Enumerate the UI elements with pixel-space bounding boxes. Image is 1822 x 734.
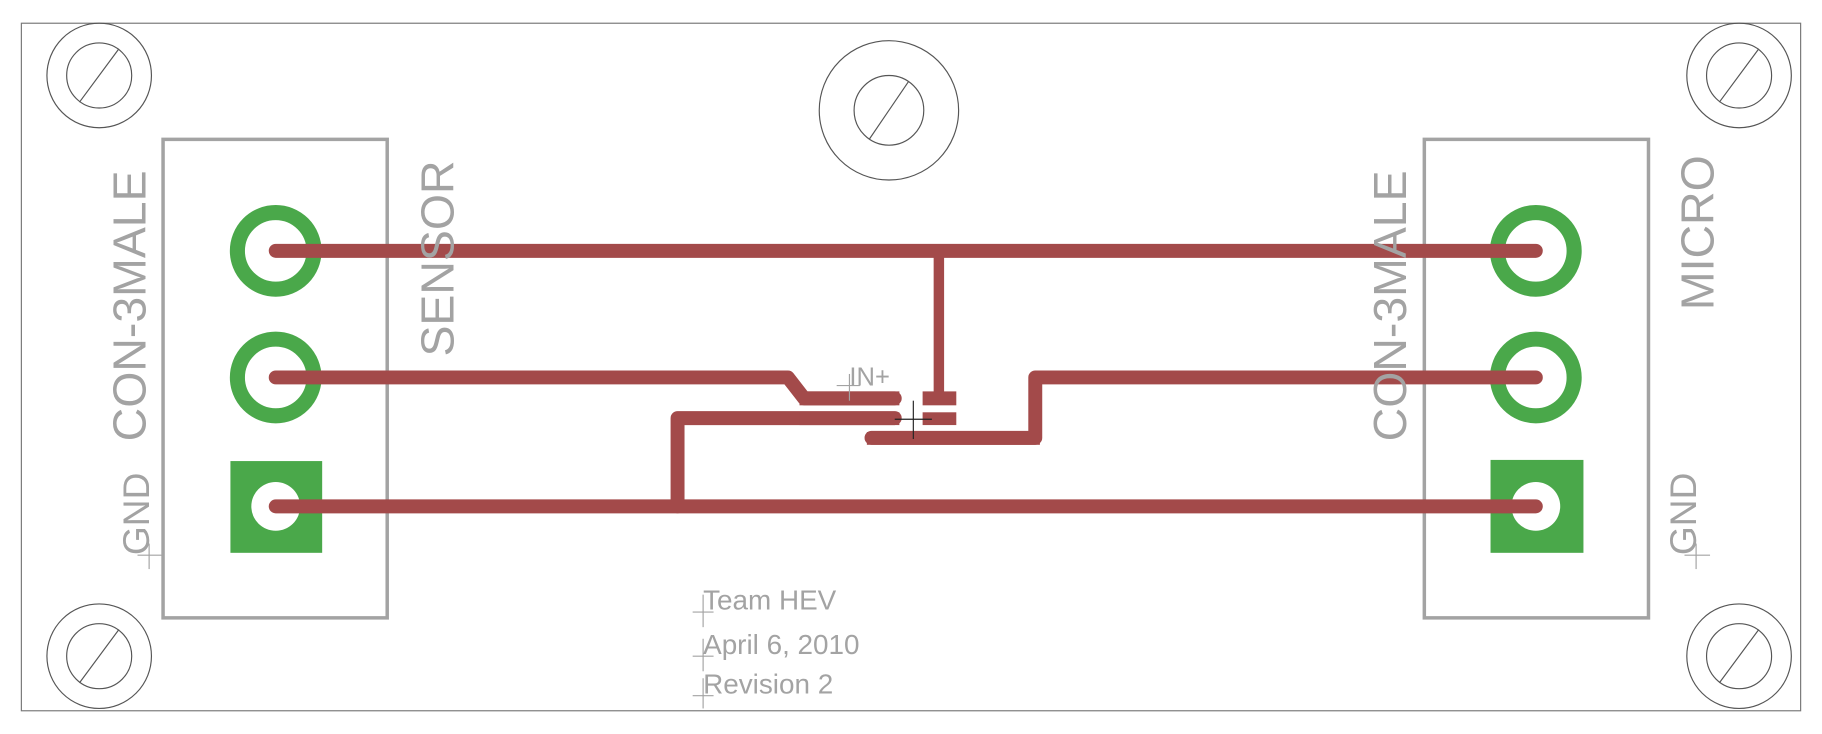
left-connector-name: SENSOR	[411, 160, 463, 356]
right-connector-name: MICRO	[1672, 155, 1724, 310]
smd-component	[799, 391, 1040, 445]
mounting-hole-top-right	[1686, 22, 1792, 129]
left-gnd-label: GND	[115, 473, 157, 556]
team-note: Team HEV	[703, 585, 837, 616]
trace-gnd-link	[670, 411, 902, 514]
revision-note: Revision 2	[703, 668, 833, 699]
date-note: April 6, 2010	[703, 629, 859, 660]
right-gnd-label: GND	[1662, 473, 1704, 556]
right-connector-value: CON-3MALE	[1364, 170, 1416, 441]
pin-label-in-plus: IN+	[849, 364, 889, 392]
trace-micro-signal	[864, 370, 1543, 445]
mounting-hole-bottom-left	[46, 603, 153, 710]
board-outline	[20, 22, 1802, 712]
traces	[268, 243, 1543, 514]
left-connector-value: CON-3MALE	[104, 170, 156, 441]
mounting-hole-bottom-right	[1686, 603, 1792, 710]
mounting-hole-top-left	[46, 22, 153, 129]
origin-markers	[137, 373, 1711, 709]
mounting-hole-top-center	[818, 40, 960, 181]
